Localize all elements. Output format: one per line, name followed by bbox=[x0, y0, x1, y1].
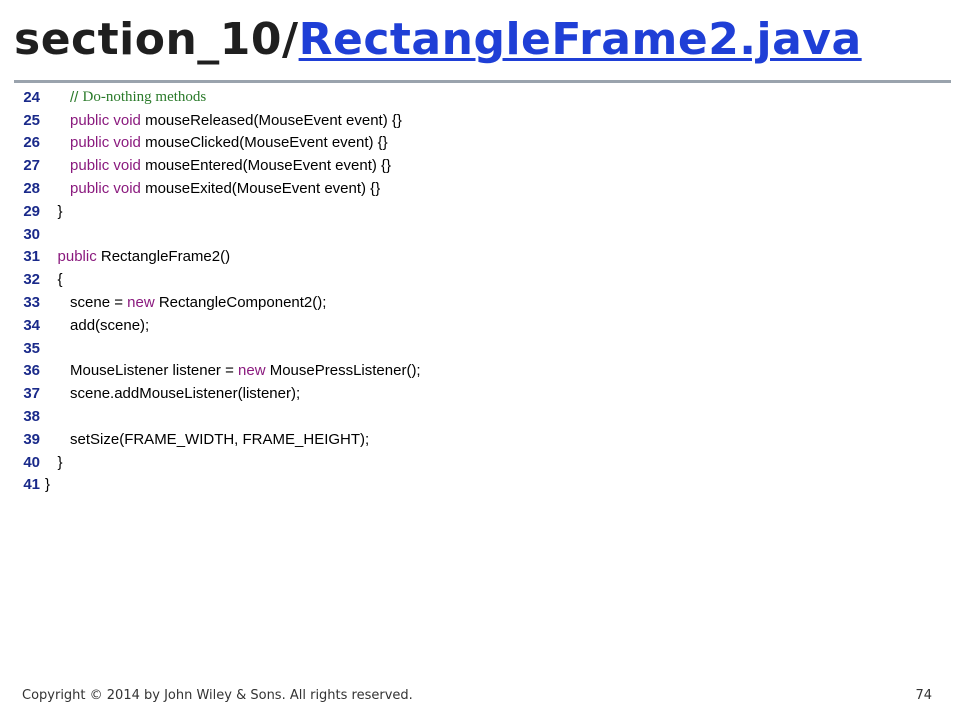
code-text: scene = bbox=[45, 294, 128, 312]
code-comment: Do-nothing methods bbox=[82, 88, 207, 105]
code-text: mouseClicked(MouseEvent event) {} bbox=[140, 134, 388, 152]
code-comment: // bbox=[45, 88, 83, 106]
title-divider bbox=[14, 80, 951, 83]
code-text: } bbox=[45, 476, 51, 494]
code-keyword: public void bbox=[70, 111, 141, 129]
code-text: } bbox=[45, 202, 63, 220]
code-line: 35 bbox=[16, 337, 421, 360]
line-number: 34 bbox=[23, 316, 40, 334]
code-line: 32 { bbox=[16, 268, 421, 291]
line-number: 37 bbox=[23, 385, 40, 403]
code-line: 31 public RectangleFrame2() bbox=[16, 246, 421, 269]
line-number: 27 bbox=[23, 157, 40, 175]
slide-title: section_10/RectangleFrame2.java bbox=[14, 14, 862, 65]
code-line: 40 } bbox=[16, 451, 421, 474]
code-text bbox=[45, 157, 70, 174]
line-number: 26 bbox=[23, 134, 40, 152]
line-number: 30 bbox=[23, 225, 40, 243]
code-text: MouseListener listener = bbox=[45, 362, 239, 380]
line-number: 40 bbox=[23, 453, 40, 471]
code-line: 26 public void mouseClicked(MouseEvent e… bbox=[16, 132, 421, 155]
code-line: 37 scene.addMouseListener(listener); bbox=[16, 382, 421, 405]
code-line: 39 setSize(FRAME_WIDTH, FRAME_HEIGHT); bbox=[16, 428, 421, 451]
code-line: 41} bbox=[16, 474, 421, 497]
code-keyword: new bbox=[238, 362, 266, 380]
code-line: 34 add(scene); bbox=[16, 314, 421, 337]
code-text bbox=[45, 180, 70, 197]
line-number: 35 bbox=[23, 339, 40, 357]
line-number: 29 bbox=[23, 202, 40, 220]
code-line: 28 public void mouseExited(MouseEvent ev… bbox=[16, 177, 421, 200]
code-text: RectangleComponent2(); bbox=[154, 294, 327, 312]
line-number: 25 bbox=[23, 111, 40, 129]
code-line: 38 bbox=[16, 405, 421, 428]
code-text bbox=[45, 134, 70, 151]
line-number: 39 bbox=[23, 430, 40, 448]
code-keyword: public void bbox=[70, 180, 141, 198]
line-number: 38 bbox=[23, 408, 40, 426]
line-number: 31 bbox=[23, 248, 40, 266]
code-text: mouseReleased(MouseEvent event) {} bbox=[140, 111, 402, 129]
code-line: 33 scene = new RectangleComponent2(); bbox=[16, 291, 421, 314]
code-line: 36 MouseListener listener = new MousePre… bbox=[16, 360, 421, 383]
code-line: 27 public void mouseEntered(MouseEvent e… bbox=[16, 154, 421, 177]
line-number: 32 bbox=[23, 271, 40, 289]
code-keyword: public void bbox=[70, 134, 141, 152]
title-prefix: section_10/ bbox=[14, 14, 299, 65]
code-line: 25 public void mouseReleased(MouseEvent … bbox=[16, 109, 421, 132]
code-text bbox=[45, 248, 58, 265]
code-line: 24 // Do-nothing methods bbox=[16, 86, 421, 109]
code-text: setSize(FRAME_WIDTH, FRAME_HEIGHT); bbox=[45, 430, 370, 448]
code-text: MousePressListener(); bbox=[265, 362, 421, 380]
code-keyword: public void bbox=[70, 157, 141, 175]
line-number: 24 bbox=[23, 88, 40, 106]
code-text: mouseEntered(MouseEvent event) {} bbox=[140, 157, 392, 175]
code-keyword: public bbox=[57, 248, 97, 266]
page-number: 74 bbox=[915, 688, 932, 703]
code-text: } bbox=[45, 453, 63, 471]
code-text: mouseExited(MouseEvent event) {} bbox=[140, 180, 381, 198]
line-number: 41 bbox=[23, 476, 40, 494]
footer-copyright: Copyright © 2014 by John Wiley & Sons. A… bbox=[22, 688, 413, 703]
title-file-link[interactable]: RectangleFrame2.java bbox=[298, 14, 862, 65]
code-text: RectangleFrame2() bbox=[96, 248, 231, 266]
code-line: 30 bbox=[16, 223, 421, 246]
line-number: 28 bbox=[23, 180, 40, 198]
code-text bbox=[45, 112, 70, 129]
line-number: 36 bbox=[23, 362, 40, 380]
code-text: { bbox=[45, 271, 63, 289]
code-text: add(scene); bbox=[45, 316, 150, 334]
code-keyword: new bbox=[127, 294, 155, 312]
code-line: 29 } bbox=[16, 200, 421, 223]
line-number: 33 bbox=[23, 294, 40, 312]
code-text: scene.addMouseListener(listener); bbox=[45, 385, 301, 403]
